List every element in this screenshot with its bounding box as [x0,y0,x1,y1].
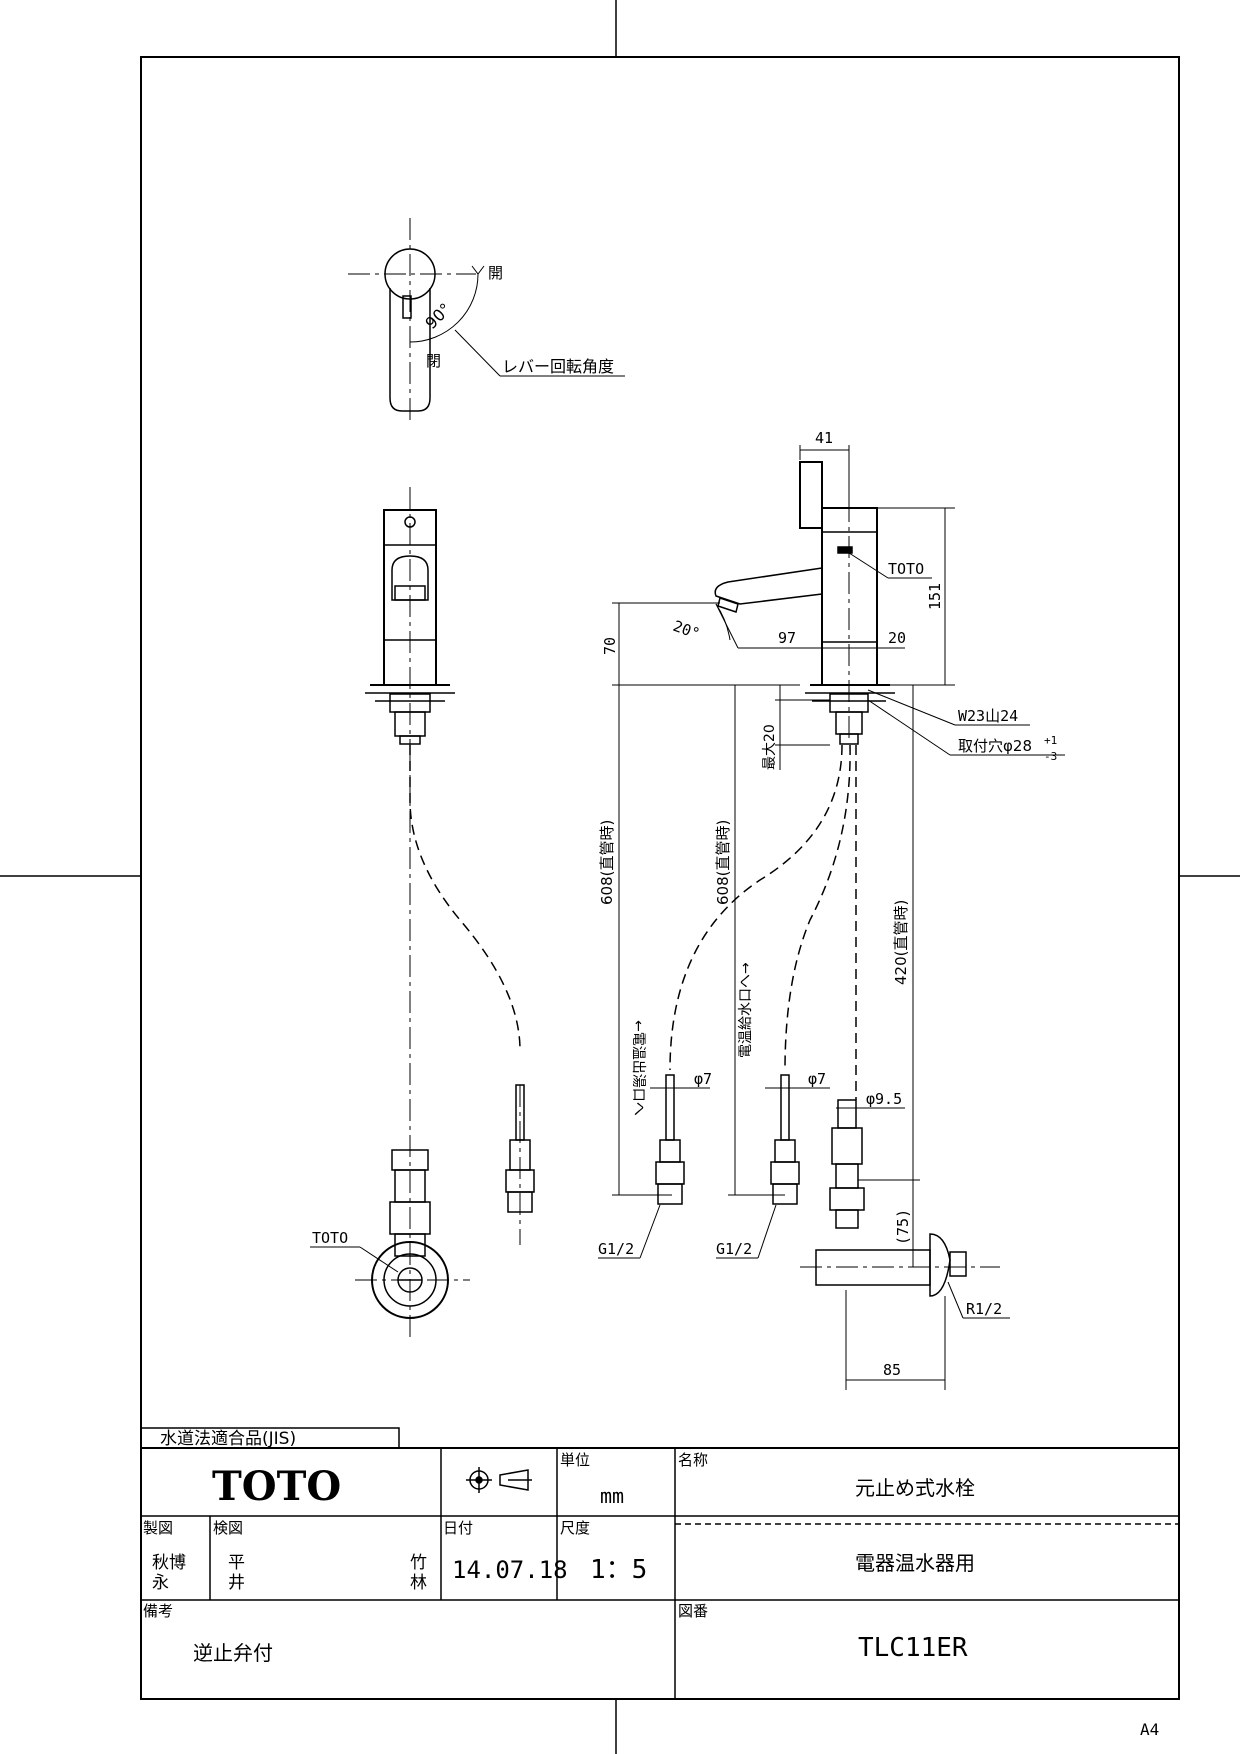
side-view-faucet [598,445,1065,1390]
tolerance-plus: +1 [1044,734,1057,747]
date-value: 14.07.18 [452,1556,568,1584]
drawing-no-value: TLC11ER [858,1633,968,1663]
dim-151: 151 [926,583,944,610]
phi7-a: φ7 [694,1070,712,1088]
drawn-label: 製図 [143,1519,173,1537]
product-name: 元止め式水栓 [855,1476,975,1500]
checked-label: 検図 [213,1519,243,1537]
r12-label: R1/2 [966,1300,1002,1318]
drawing-no-label: 図番 [678,1602,708,1620]
top-view-lever [348,218,625,420]
paper-size: A4 [1140,1720,1159,1739]
application-label: 電器温水器用 [855,1551,975,1575]
angle-90-label: 90° [421,299,454,332]
dim-608-b: 608(直管時) [714,820,732,905]
phi7-b: φ7 [808,1070,826,1088]
remarks-label: 備考 [143,1602,173,1620]
checked-by-1: 平 [228,1553,245,1573]
dim-70: 70 [601,637,619,655]
dim-41: 41 [815,429,833,447]
closed-label: 閉 [426,352,441,370]
max-20: 最大20 [762,724,778,770]
dim-85: 85 [883,1361,901,1379]
dim-608-a: 608(直管時) [598,820,616,905]
tolerance-minus: -3 [1044,750,1057,763]
g12-b: G1/2 [716,1240,752,1258]
unit-label: 単位 [560,1451,590,1469]
dim-97: 97 [778,629,796,647]
mount-hole-label: 取付穴φ28 [958,737,1032,755]
angle-20-label: 20° [671,617,703,643]
toto-side-label: TOTO [888,560,924,578]
hot-outlet-label: ←電温出湯口へ [630,1020,647,1116]
thread-label: W23山24 [958,707,1018,725]
unit-value: mm [600,1484,624,1508]
remarks-value: 逆止弁付 [193,1641,273,1665]
title-block-lines [140,1427,1180,1700]
g12-a: G1/2 [598,1240,634,1258]
drawn-by-1: 秋博 [152,1553,186,1573]
drawn-by-2: 永 [152,1573,169,1593]
water-supply-label: 電温給水口へ→ [738,962,754,1058]
name-label: 名称 [678,1451,708,1469]
approved-1: 竹 [410,1553,427,1573]
date-label: 日付 [443,1519,473,1537]
compliance-label: 水道法適合品(JIS) [160,1429,296,1449]
approved-2: 林 [410,1573,427,1593]
scale-label: 尺度 [560,1519,590,1537]
brand-logo: TOTO [212,1463,341,1510]
toto-front-label: TOTO [312,1229,348,1247]
dim-20: 20 [888,629,906,647]
open-label: 開 [488,264,503,282]
front-view-faucet [310,487,535,1340]
checked-by-2: 井 [228,1573,245,1593]
dim-75: (75) [894,1209,912,1245]
lever-rotation-label: レバー回転角度 [502,357,614,376]
scale-value: 1：5 [590,1555,647,1585]
phi95: φ9.5 [866,1090,902,1108]
dim-420: 420(直管時) [892,900,910,985]
